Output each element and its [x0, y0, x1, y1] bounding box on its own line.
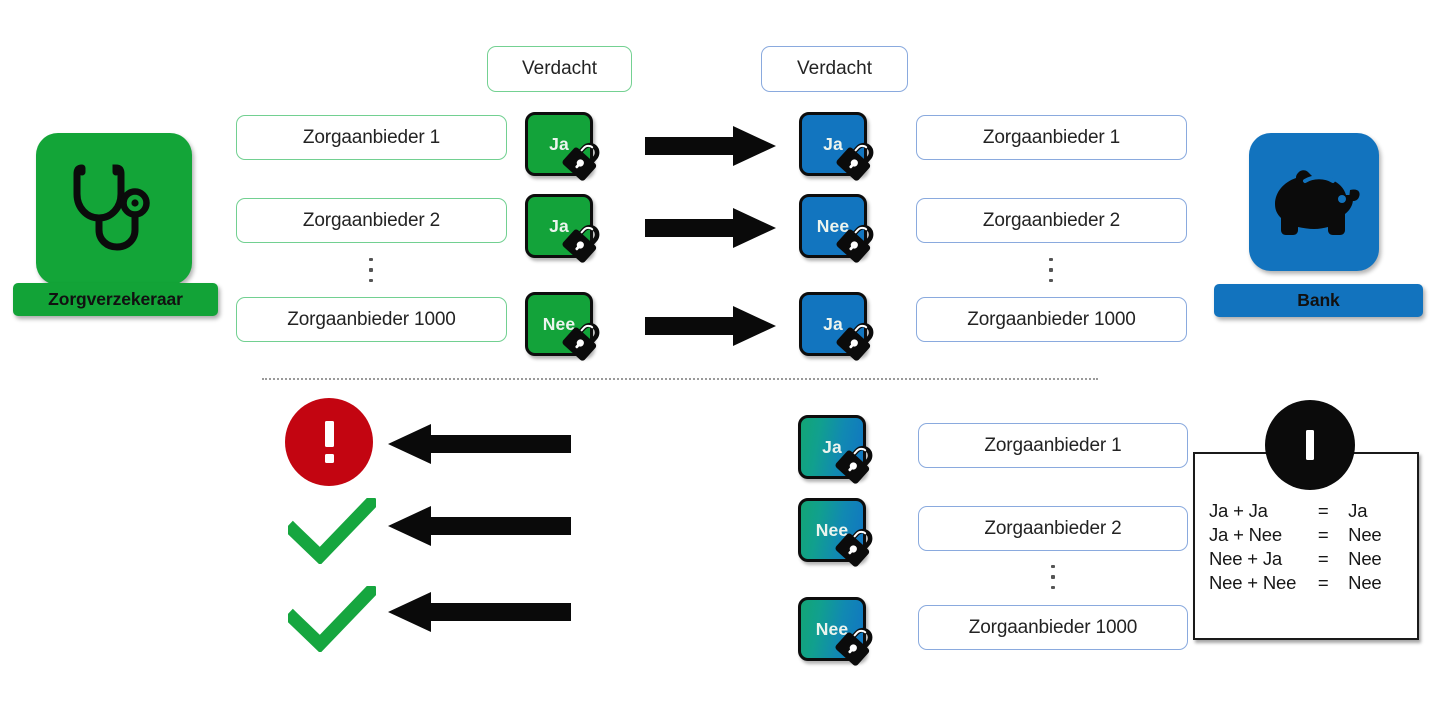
result-share-box-1: Ja — [798, 415, 866, 479]
bank-share-chip-1: Ja — [799, 112, 874, 181]
insurer-provider-pill-3: Zorgaanbieder 1000 — [236, 297, 507, 342]
info-glyph — [1306, 430, 1314, 460]
padlock-icon — [835, 318, 879, 362]
exclamation-glyph — [324, 421, 334, 463]
bank-share-text-1: Ja — [823, 133, 843, 154]
truth-row-3-eq: = — [1317, 548, 1329, 569]
result-provider-pill-3: Zorgaanbieder 1000 — [918, 605, 1188, 650]
truth-row-3-lhs: Nee + Ja — [1209, 548, 1282, 569]
info-callout-frame: Ja + Ja = Ja Ja + Nee = Nee Nee + Ja = N… — [1193, 452, 1419, 640]
insurer-provider-pill-1: Zorgaanbieder 1 — [236, 115, 507, 160]
insurer-to-bank-arrow-2 — [645, 208, 776, 248]
bank-to-insurer-arrow-3 — [388, 592, 571, 632]
result-share-chip-1: Ja — [798, 415, 873, 484]
bank-to-insurer-arrow-2 — [388, 506, 571, 546]
bank-ellipsis-icon — [1048, 258, 1054, 282]
result-provider-pill-2: Zorgaanbieder 2 — [918, 506, 1188, 551]
bank-to-insurer-arrow-1 — [388, 424, 571, 464]
padlock-icon — [835, 220, 879, 264]
section-divider — [262, 378, 1098, 380]
truth-row-1-lhs: Ja + Ja — [1209, 500, 1268, 521]
bank-verdacht-header-text: Verdacht — [797, 58, 872, 79]
result-share-box-3: Nee — [798, 597, 866, 661]
insurer-share-chip-1: Ja — [525, 112, 600, 181]
bank-share-text-3: Ja — [823, 313, 843, 334]
insurer-share-text-2: Ja — [549, 215, 569, 236]
result-share-chip-2: Nee — [798, 498, 873, 567]
result-share-text-1: Ja — [822, 436, 842, 457]
truth-row-4-eq: = — [1317, 572, 1329, 593]
bank-provider-pill-3: Zorgaanbieder 1000 — [916, 297, 1187, 342]
bank-provider-label-2: Zorgaanbieder 2 — [982, 209, 1121, 231]
result-share-text-2: Nee — [815, 519, 849, 540]
result-share-chip-3: Nee — [798, 597, 873, 666]
padlock-icon — [834, 524, 878, 568]
padlock-icon — [561, 318, 605, 362]
insurer-to-bank-arrow-1 — [645, 126, 776, 166]
insurer-share-chip-3: Nee — [525, 292, 600, 361]
insurer-label: Zorgverzekeraar — [13, 283, 218, 316]
result-check-icon-2 — [288, 498, 376, 564]
truth-row-2-lhs: Ja + Nee — [1209, 524, 1282, 545]
result-check-icon-3 — [288, 586, 376, 652]
bank-share-text-2: Nee — [816, 215, 850, 236]
result-share-text-3: Nee — [815, 618, 849, 639]
padlock-icon — [561, 220, 605, 264]
truth-row-2-eq: = — [1317, 524, 1329, 545]
padlock-icon — [835, 138, 879, 182]
stethoscope-icon — [68, 160, 160, 258]
bank-share-chip-3: Ja — [799, 292, 874, 361]
padlock-icon — [834, 441, 878, 485]
truth-row-4-rhs: Nee — [1348, 572, 1382, 593]
info-icon — [1265, 400, 1355, 490]
insurer-share-text-3: Nee — [542, 313, 576, 334]
insurer-share-chip-2: Ja — [525, 194, 600, 263]
truth-row-2-rhs: Nee — [1348, 524, 1382, 545]
insurer-provider-label-2: Zorgaanbieder 2 — [302, 209, 441, 231]
padlock-icon — [834, 623, 878, 667]
truth-row-4-lhs: Nee + Nee — [1209, 572, 1297, 593]
result-provider-label-3: Zorgaanbieder 1000 — [968, 616, 1138, 638]
piggy-bank-icon — [1266, 164, 1362, 240]
truth-row-3-rhs: Nee — [1348, 548, 1382, 569]
insurer-provider-label-1: Zorgaanbieder 1 — [302, 126, 441, 148]
bank-provider-label-3: Zorgaanbieder 1000 — [967, 308, 1136, 330]
insurer-label-text: Zorgverzekeraar — [48, 289, 183, 309]
result-provider-pill-1: Zorgaanbieder 1 — [918, 423, 1188, 468]
truth-row-1-eq: = — [1317, 500, 1329, 521]
bank-label: Bank — [1214, 284, 1423, 317]
result-alert-icon-1 — [285, 398, 373, 486]
bank-icon-tile — [1249, 133, 1379, 271]
result-provider-label-1: Zorgaanbieder 1 — [984, 434, 1122, 456]
bank-provider-label-1: Zorgaanbieder 1 — [982, 126, 1121, 148]
padlock-icon — [561, 138, 605, 182]
insurer-share-text-1: Ja — [549, 133, 569, 154]
bank-verdacht-header: Verdacht — [761, 46, 908, 92]
insurer-provider-label-3: Zorgaanbieder 1000 — [287, 308, 456, 330]
insurer-to-bank-arrow-3 — [645, 306, 776, 346]
truth-row-1-rhs: Ja — [1348, 500, 1368, 521]
bank-label-text: Bank — [1297, 290, 1340, 310]
insurer-ellipsis-icon — [368, 258, 374, 282]
bank-provider-pill-2: Zorgaanbieder 2 — [916, 198, 1187, 243]
insurer-verdacht-header-text: Verdacht — [522, 58, 597, 79]
result-provider-label-2: Zorgaanbieder 2 — [984, 517, 1122, 539]
insurer-icon-tile — [36, 133, 192, 285]
bank-share-chip-2: Nee — [799, 194, 874, 263]
insurer-provider-pill-2: Zorgaanbieder 2 — [236, 198, 507, 243]
bank-provider-pill-1: Zorgaanbieder 1 — [916, 115, 1187, 160]
insurer-verdacht-header: Verdacht — [487, 46, 632, 92]
result-ellipsis-icon — [1050, 565, 1056, 589]
